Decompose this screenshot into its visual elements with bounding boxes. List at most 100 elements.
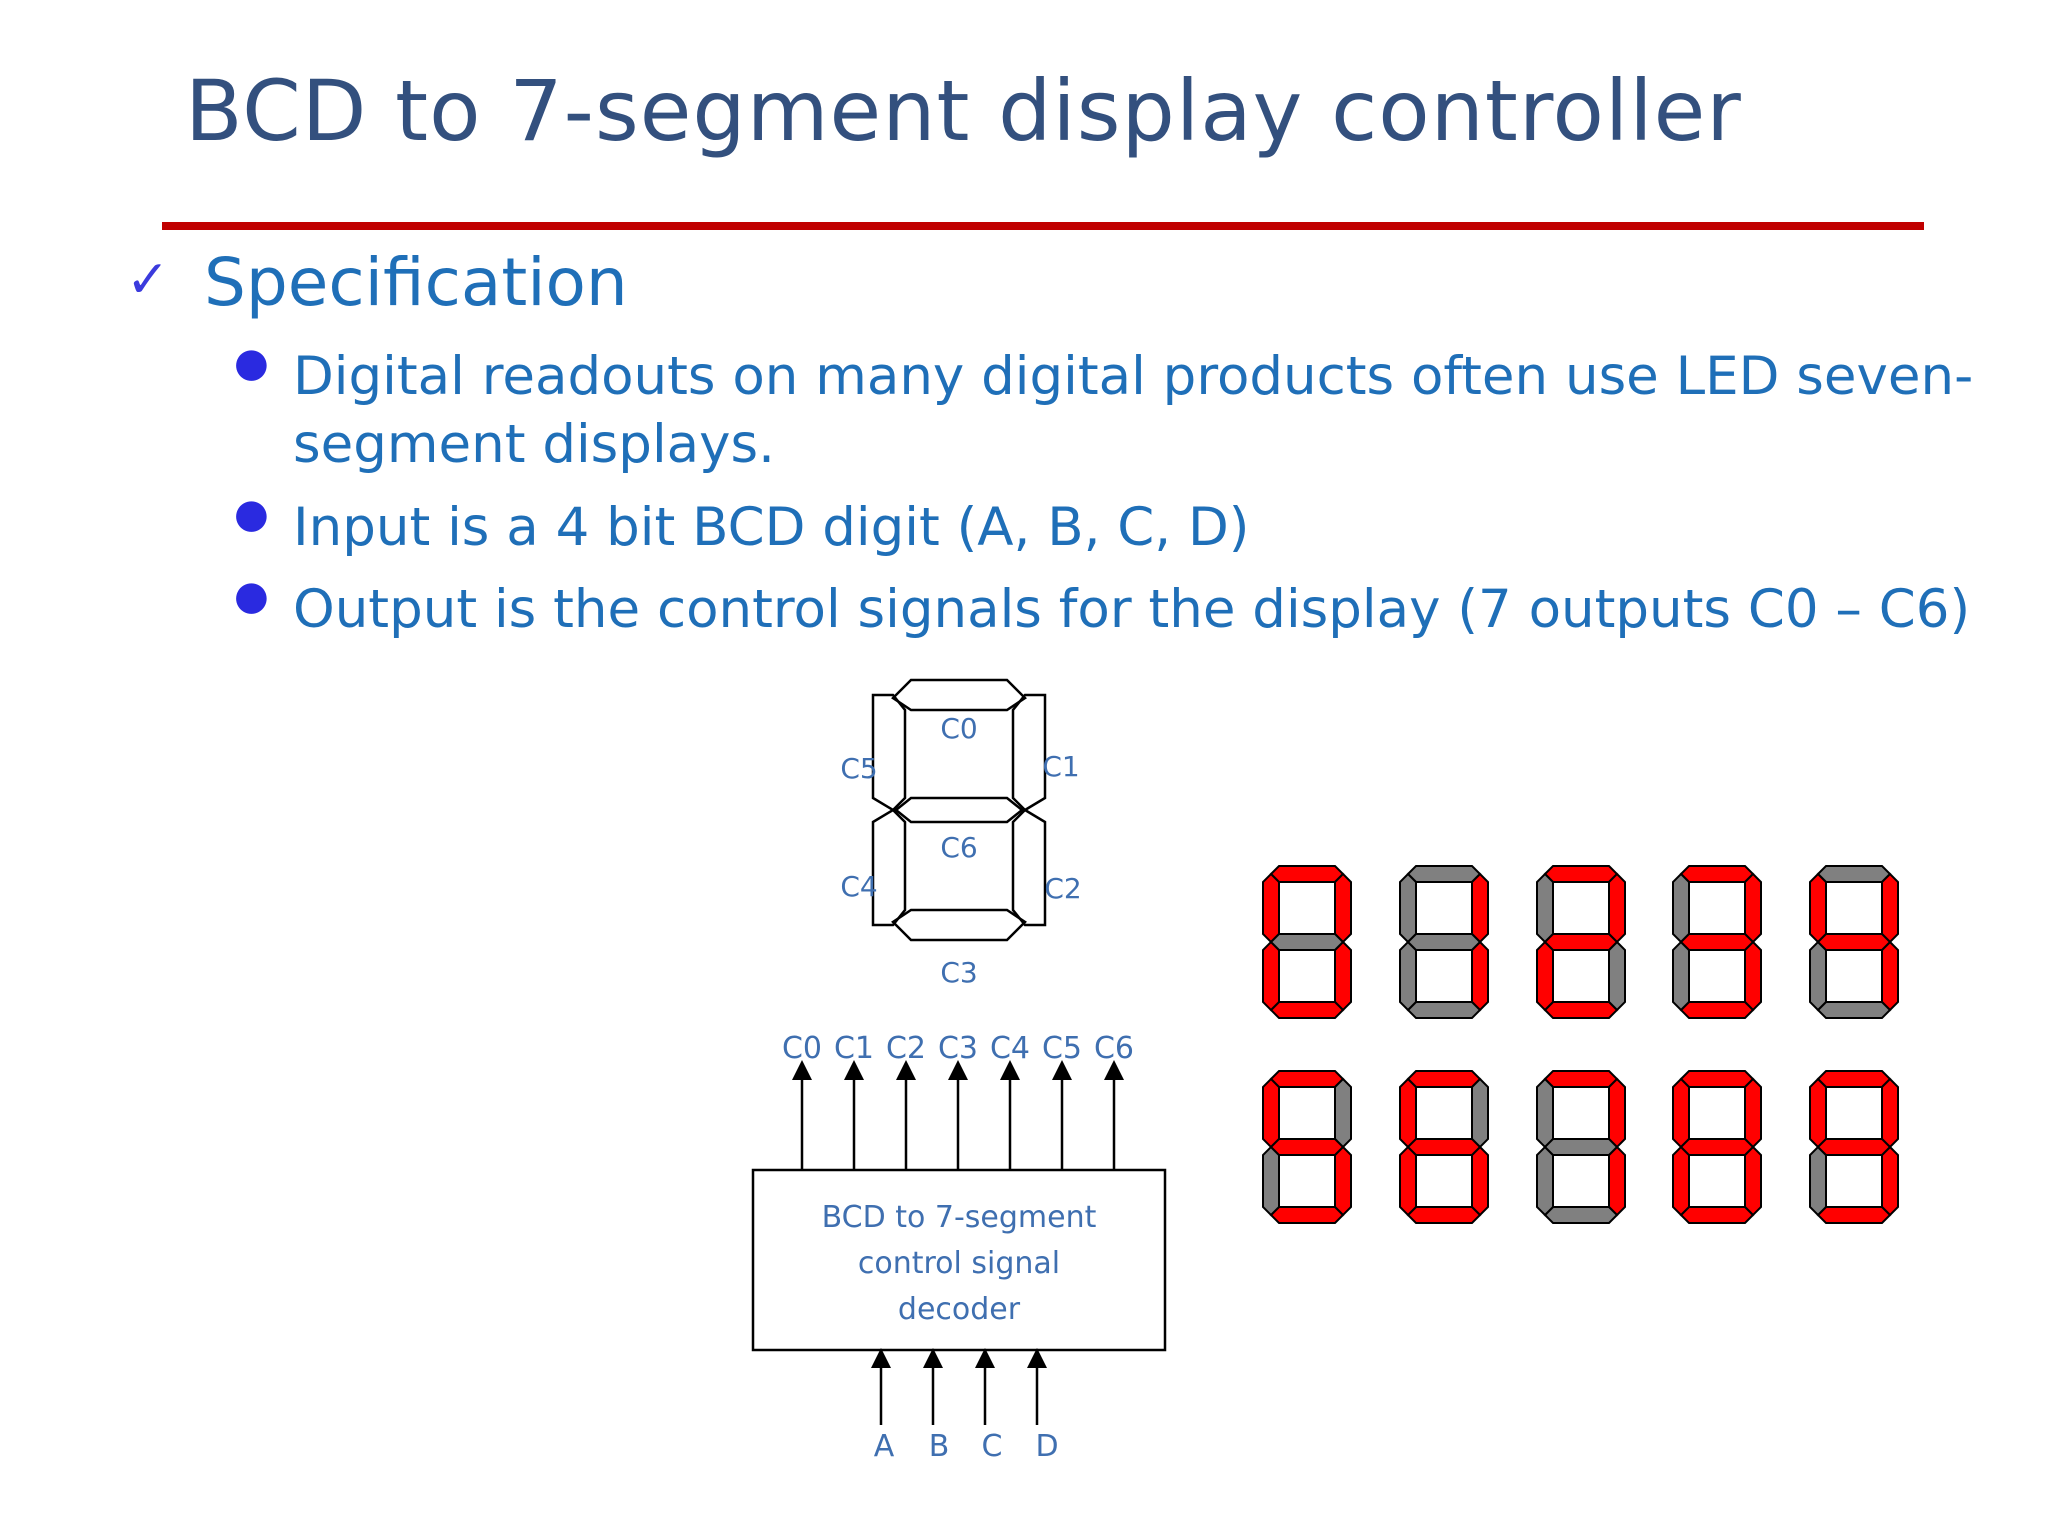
- digit-segment: [1406, 1001, 1482, 1019]
- section-heading: Specification: [204, 244, 628, 321]
- digit-segment: [1672, 1077, 1690, 1149]
- digit-segment: [1608, 872, 1626, 944]
- digit-segment: [1406, 865, 1482, 883]
- checkmark-icon: ✓: [126, 250, 170, 310]
- digit-7: [1536, 1070, 1626, 1224]
- digit-segment: [1543, 1070, 1619, 1088]
- digit-segment: [1809, 1145, 1827, 1217]
- digit-segment: [1744, 1145, 1762, 1217]
- digit-segment: [1536, 872, 1554, 944]
- digit-segment: [1744, 940, 1762, 1012]
- digit-segment: [1406, 1138, 1482, 1156]
- digit-segment: [1881, 1145, 1899, 1217]
- digit-segment: [1809, 872, 1827, 944]
- digit-segment: [1672, 1145, 1690, 1217]
- bullet-text-1-cont: segment displays.: [293, 414, 775, 475]
- digit-segment: [1334, 1077, 1352, 1149]
- digit-segment: [1406, 1070, 1482, 1088]
- output-arrows: [792, 1060, 1124, 1170]
- digit-segment: [1406, 933, 1482, 951]
- label-c6: C6: [940, 831, 977, 864]
- digit-4: [1809, 865, 1899, 1019]
- label-c3: C3: [940, 956, 977, 989]
- digit-segment: [1543, 1001, 1619, 1019]
- digit-segment: [1679, 1001, 1755, 1019]
- output-label: C0: [782, 1031, 822, 1066]
- output-label: C6: [1094, 1031, 1134, 1066]
- bullet-dot-icon: ●: [234, 340, 269, 386]
- output-label: C5: [1042, 1031, 1082, 1066]
- decoder-block: BCD to 7-segment control signal decoder …: [751, 1031, 1167, 1464]
- digit-segment: [1471, 940, 1489, 1012]
- digit-segment: [1262, 1077, 1280, 1149]
- output-label: C2: [886, 1031, 926, 1066]
- segment-c2: [1011, 808, 1047, 927]
- digit-segment: [1269, 865, 1345, 883]
- bullet-dot-icon: ●: [234, 573, 269, 619]
- digit-segment: [1262, 940, 1280, 1012]
- digit-segment: [1543, 865, 1619, 883]
- digit-segment: [1816, 1070, 1892, 1088]
- input-label: D: [1035, 1429, 1058, 1464]
- digit-segment: [1744, 872, 1762, 944]
- input-arrows: [871, 1348, 1047, 1425]
- segment-c5: [871, 693, 907, 812]
- label-c1: C1: [1042, 750, 1079, 783]
- digit-segment: [1608, 1145, 1626, 1217]
- digit-segment: [1809, 1077, 1827, 1149]
- digit-segment: [1399, 1145, 1417, 1217]
- segment-c1: [1011, 693, 1047, 812]
- digit-segment: [1334, 872, 1352, 944]
- digit-segment: [1471, 1145, 1489, 1217]
- digit-3: [1672, 865, 1762, 1019]
- digit-segment: [1744, 1077, 1762, 1149]
- label-c0: C0: [940, 712, 977, 745]
- digit-8: [1672, 1070, 1762, 1224]
- decoder-label-line-1: BCD to 7-segment: [822, 1200, 1097, 1235]
- digit-segment: [1334, 940, 1352, 1012]
- bullet-text-2: Input is a 4 bit BCD digit (A, B, C, D): [293, 497, 1250, 558]
- segment-c4: [871, 808, 907, 927]
- input-label: A: [874, 1429, 895, 1464]
- digit-segment: [1399, 940, 1417, 1012]
- digit-segment: [1543, 933, 1619, 951]
- digit-0: [1262, 865, 1352, 1019]
- segment-c3: [891, 908, 1027, 942]
- digit-segment: [1608, 940, 1626, 1012]
- digit-2: [1536, 865, 1626, 1019]
- bullet-dot-icon: ●: [234, 491, 269, 537]
- title-divider: [162, 222, 1924, 230]
- digit-segment: [1471, 1077, 1489, 1149]
- decoder-label-line-3: decoder: [898, 1292, 1021, 1327]
- digit-segment: [1816, 933, 1892, 951]
- output-label: C1: [834, 1031, 874, 1066]
- digit-segment: [1399, 1077, 1417, 1149]
- output-label: C3: [938, 1031, 978, 1066]
- digit-segment: [1881, 940, 1899, 1012]
- digit-segment: [1679, 865, 1755, 883]
- digit-segment: [1269, 1070, 1345, 1088]
- label-c5: C5: [840, 752, 877, 785]
- digit-segment: [1543, 1206, 1619, 1224]
- digit-display-grid: [1262, 865, 1899, 1224]
- digit-segment: [1536, 1145, 1554, 1217]
- digit-segment: [1816, 865, 1892, 883]
- digit-segment: [1536, 940, 1554, 1012]
- digit-6: [1399, 1070, 1489, 1224]
- digit-segment: [1262, 1145, 1280, 1217]
- digit-segment: [1471, 872, 1489, 944]
- digit-segment: [1406, 1206, 1482, 1224]
- digit-5: [1262, 1070, 1352, 1224]
- digit-1: [1399, 865, 1489, 1019]
- segment-c0: [891, 678, 1027, 712]
- decoder-label-line-2: control signal: [858, 1246, 1060, 1281]
- digit-segment: [1608, 1077, 1626, 1149]
- digit-segment: [1399, 872, 1417, 944]
- digit-segment: [1816, 1001, 1892, 1019]
- digit-segment: [1262, 872, 1280, 944]
- output-label: C4: [990, 1031, 1030, 1066]
- digit-segment: [1334, 1145, 1352, 1217]
- input-label: B: [929, 1429, 950, 1464]
- digit-segment: [1269, 1138, 1345, 1156]
